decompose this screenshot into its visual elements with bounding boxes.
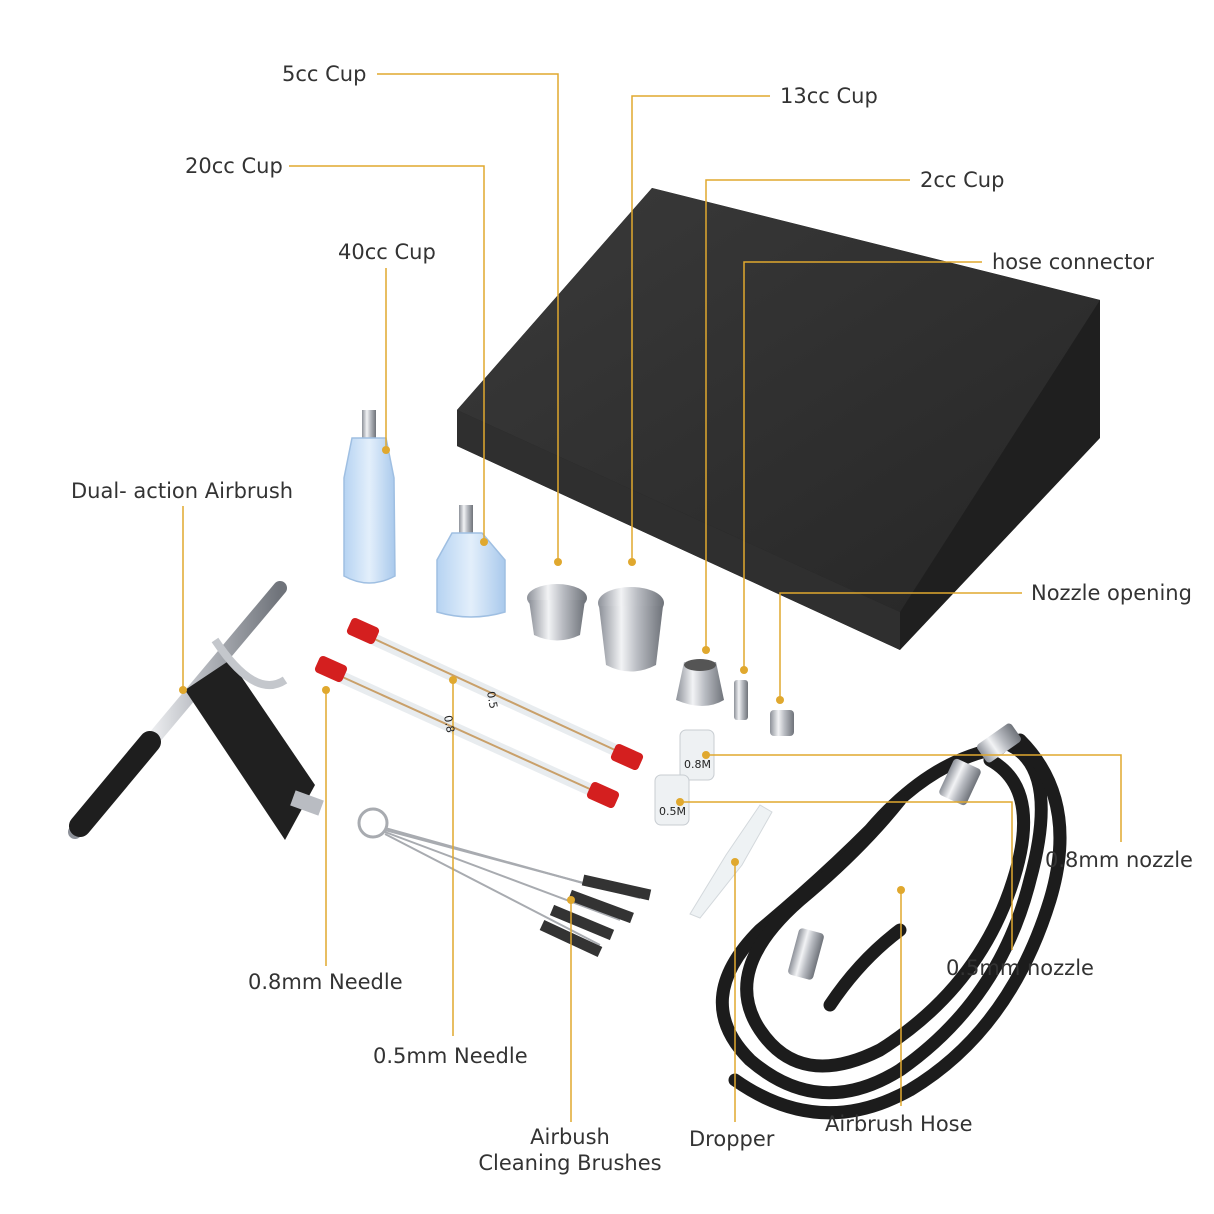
label-hose-connector: hose connector [992,250,1154,274]
label-dropper: Dropper [689,1127,775,1151]
airbrush-grip [185,660,315,840]
leader-endpoints [179,446,905,904]
cleaning-brushes [357,807,652,957]
label-cup-13cc: 13cc Cup [780,84,878,108]
label-needle-05: 0.5mm Needle [373,1044,528,1068]
needle-08-tube [314,655,620,809]
label-brushes: Airbush Cleaning Brushes [470,1124,670,1176]
label-nozzle-opening: Nozzle opening [1031,581,1192,605]
needle-05-tube [346,617,644,771]
label-airbrush-hose: Airbrush Hose [825,1112,973,1136]
airbrush-trigger [211,637,288,689]
label-nozzle-08: 0.8mm nozzle [1045,848,1193,872]
leader-hose-connector [743,261,982,670]
airbrush-body [69,731,161,837]
leader-nozzle-opening [779,592,1022,700]
airbrush-air-inlet [290,790,324,816]
label-nozzle-05: 0.5mm nozzle [946,956,1094,980]
leader-nozzle-08 [706,754,1122,842]
leader-lines [182,73,1122,1122]
leader-nozzle-05 [680,801,1013,950]
needle-05-tube-mark: 0.5 [484,690,500,709]
cup-5cc [527,584,587,641]
label-cup-5cc: 5cc Cup [282,62,367,86]
nozzle-05-vial-mark: 0.5M [659,805,686,818]
label-cup-2cc: 2cc Cup [920,168,1005,192]
cup-13cc [598,587,664,672]
nozzle-08-vial-mark: 0.8M [684,758,711,771]
label-brushes-line1: Airbush [530,1125,610,1149]
label-cup-40cc: 40cc Cup [338,240,436,264]
leader-cup-5cc [377,73,559,562]
airbrush-gun [68,581,324,840]
leader-cup-20cc [289,165,485,542]
airbrush-hose [715,733,1067,1120]
leader-cup-13cc [631,95,770,562]
gift-box-lid [457,188,1100,612]
nozzle-opening-part [770,710,794,736]
label-needle-08: 0.8mm Needle [248,970,403,994]
gift-box [457,188,1100,650]
cup-40cc [343,410,396,584]
cup-2cc [676,659,724,706]
hose-connector-part [734,680,748,720]
label-cup-20cc: 20cc Cup [185,154,283,178]
cup-20cc [436,505,506,618]
label-brushes-line2: Cleaning Brushes [478,1151,662,1175]
leader-cup-2cc [705,179,910,650]
label-dual-action-airbrush: Dual- action Airbrush [71,479,294,503]
dropper [689,804,773,919]
needle-08-tube-mark: 0.8 [441,714,457,733]
gift-box-front [457,410,900,650]
hose-fittings [788,723,1021,980]
nozzle-05-vial [654,774,690,826]
